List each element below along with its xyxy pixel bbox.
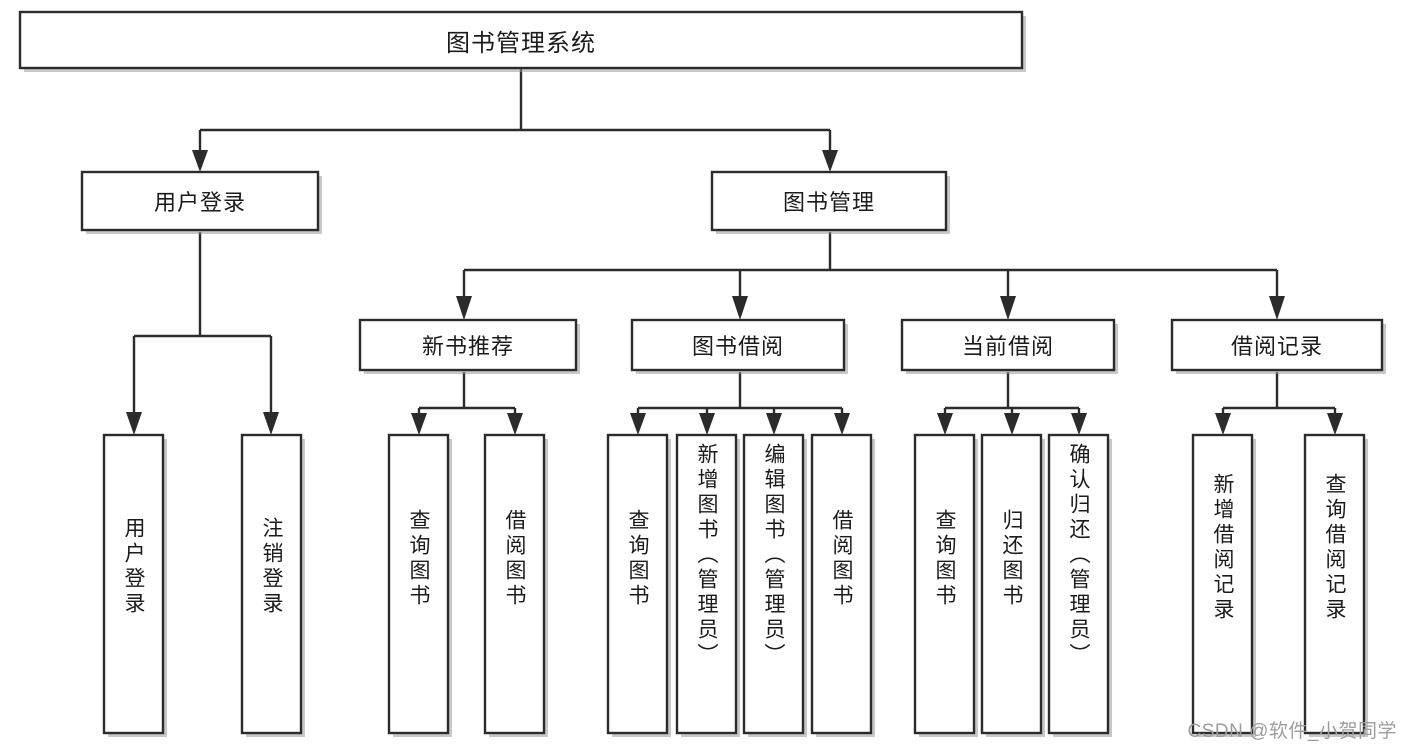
node-box-leaf-6[interactable] [675,433,738,735]
node-box-leaf-11[interactable] [1047,433,1110,735]
arrowhead-leaf-2 [263,412,279,435]
arrowhead-leaf-11 [1071,413,1087,435]
node-box-current[interactable] [900,318,1116,372]
node-box-leaf-9[interactable] [913,433,976,735]
arrowhead-leaf-8 [834,413,850,435]
node-box-leaf-13[interactable] [1303,433,1366,735]
node-box-borrow[interactable] [630,318,846,372]
arrowhead-leaf-6 [699,413,715,435]
arrowhead-leaf-12 [1215,413,1231,435]
arrowhead-leaf-5 [630,413,646,435]
node-box-leaf-8[interactable] [810,433,873,735]
node-box-leaf-10[interactable] [980,433,1043,735]
arrowhead-leaf-7 [766,413,782,435]
node-box-leaf-4[interactable] [483,433,546,735]
connector-group [126,68,1343,435]
arrowhead-login [192,150,208,172]
arrowhead-leaf-13 [1327,413,1343,435]
node-box-leaf-1[interactable] [102,433,165,735]
arrowhead-borrow [732,296,748,320]
node-box-root[interactable] [18,10,1024,70]
watermark-text: CSDN @软件_小贺同学 [1187,721,1397,742]
arrowhead-leaf-4 [507,413,523,435]
node-box-leaf-12[interactable] [1191,433,1254,735]
node-box-leaf-3[interactable] [387,433,450,735]
node-box-leaf-7[interactable] [742,433,805,735]
node-box-leaf-5[interactable] [606,433,669,735]
node-box-newbook[interactable] [358,318,578,372]
node-box-records[interactable] [1170,318,1384,372]
arrowhead-bookmgmt [822,150,838,172]
arrowhead-leaf-1 [126,412,142,435]
arrowhead-records [1269,296,1285,320]
arrowhead-leaf-3 [411,413,427,435]
node-box-bookmgmt[interactable] [710,170,948,232]
node-box-leaf-2[interactable] [240,433,303,735]
arrowhead-leaf-9 [937,413,953,435]
arrowhead-current [1000,296,1016,320]
arrowhead-newbook [456,296,472,320]
node-box-login[interactable] [80,170,320,232]
arrowhead-leaf-10 [1004,413,1020,435]
node-box-group [18,10,1386,737]
